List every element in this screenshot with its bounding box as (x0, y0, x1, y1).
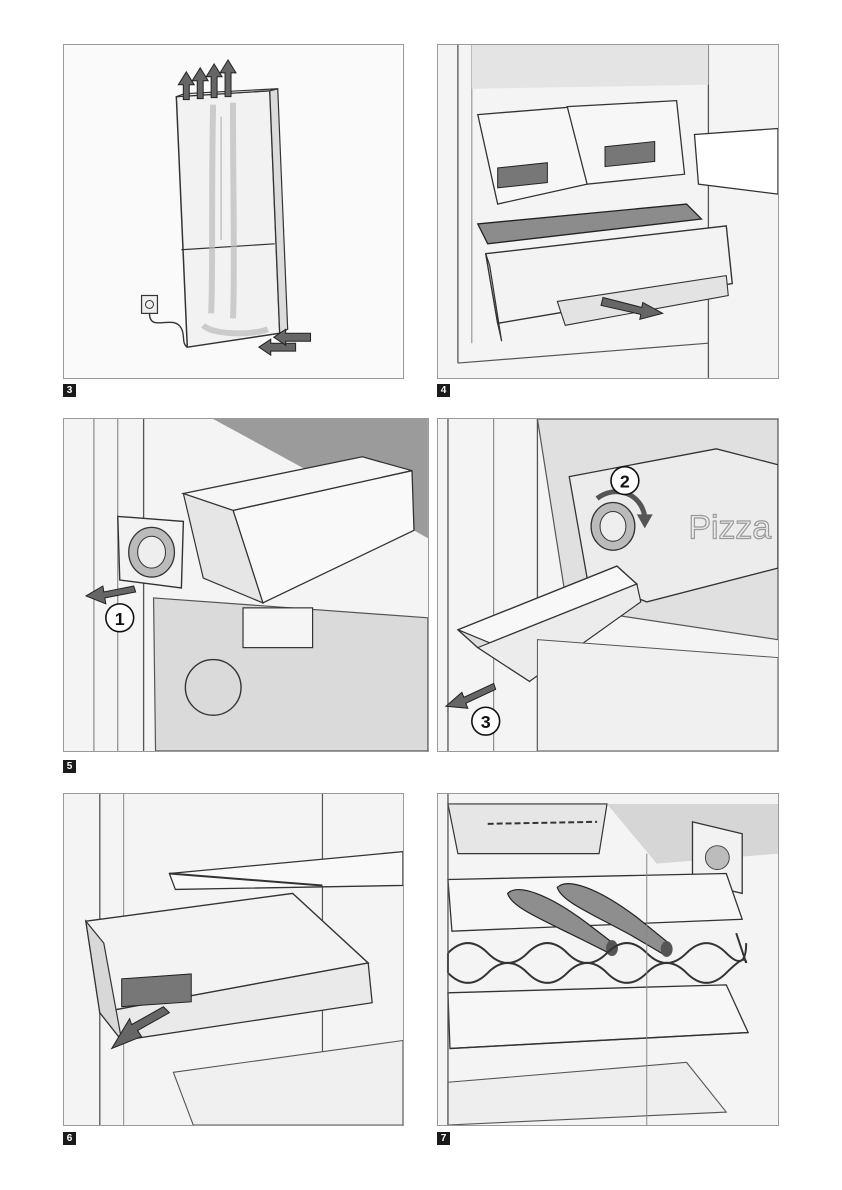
ice-maker-removal-illustration: 1 (64, 419, 428, 751)
figure-4-number: 4 (437, 384, 450, 397)
wine-rack-illustration (438, 794, 778, 1125)
step-2-callout: 2 (611, 467, 639, 495)
ice-tray-removal-illustration: Pizza 2 3 (438, 419, 778, 751)
svg-text:3: 3 (481, 712, 491, 732)
svg-text:Pizza: Pizza (689, 508, 772, 546)
figure-3-panel (63, 44, 404, 379)
step-3-callout: 3 (472, 707, 500, 735)
figure-5-left-panel: 1 (63, 418, 429, 752)
freezer-container-illustration (64, 794, 403, 1125)
figure-3-number: 3 (63, 384, 76, 397)
step-1-callout: 1 (106, 604, 134, 632)
power-socket-icon (142, 295, 158, 313)
figure-7-panel (437, 793, 779, 1126)
figure-5-right-panel: Pizza 2 3 (437, 418, 779, 752)
fridge-air-circulation-illustration (64, 45, 403, 378)
figure-6-number: 6 (63, 1132, 76, 1145)
figure-6-panel (63, 793, 404, 1126)
drawer-removal-illustration (438, 45, 778, 378)
figure-5-number: 5 (63, 760, 76, 773)
figure-7-number: 7 (437, 1132, 450, 1145)
svg-text:2: 2 (620, 472, 630, 492)
figure-4-panel (437, 44, 779, 379)
svg-text:1: 1 (115, 609, 125, 629)
